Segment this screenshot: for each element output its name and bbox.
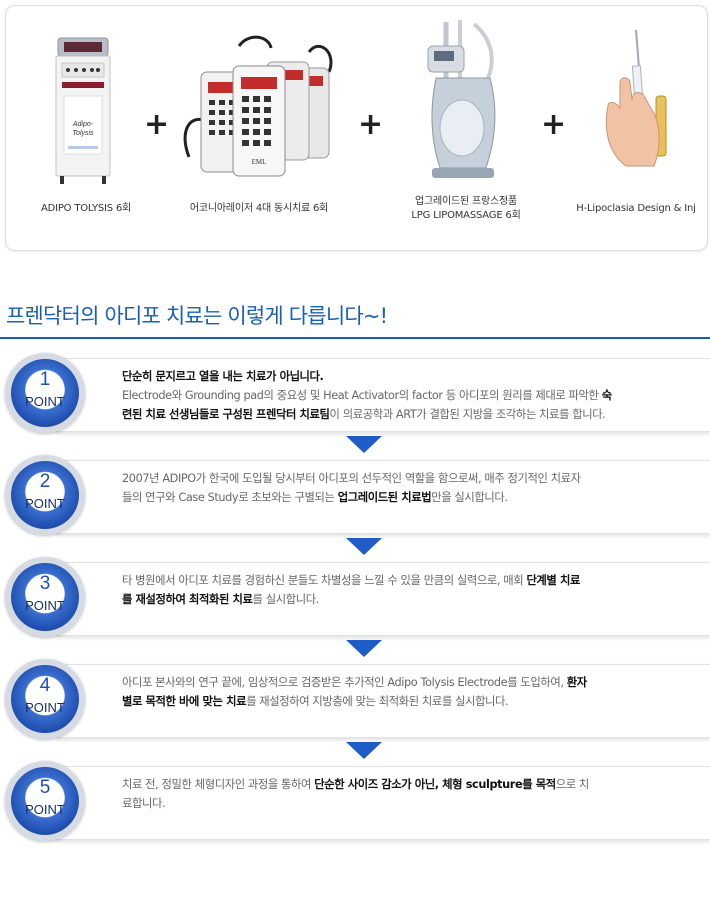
laser-devices-image: EML (179, 32, 339, 182)
emphasis-text: 환자 (566, 676, 587, 689)
body-text: 를 실시합니다. (252, 593, 320, 606)
body-text: 치료 전, 정밀한 체형디자인 과정을 통하여 (122, 778, 315, 791)
point-card (56, 460, 710, 534)
point-description-line: 료합니다. (122, 794, 682, 813)
plus-icon: + (541, 107, 567, 142)
point-description-line: 별로 목적한 바에 맞는 치료를 재설정하여 지방층에 맞는 최적화된 치료를 … (122, 692, 682, 711)
body-text: 으로 치 (555, 778, 590, 791)
equipment-caption-laser: 어코니아레이저 4대 동시치료 6회 (174, 202, 344, 216)
point-badge-circle (11, 665, 79, 733)
body-text: 타 병원에서 아디포 치료를 경험하신 분들도 차별성을 느낄 수 있을 만큼의… (122, 574, 527, 587)
point-badge-circle (11, 563, 79, 631)
point-card (56, 664, 710, 738)
body-text: 만을 실시합니다. (431, 491, 508, 504)
point-description-line: 들의 연구와 Case Study로 초보와는 구별되는 업그레이드된 치료법만… (122, 488, 682, 507)
caption-line: H-Lipoclasia Design & Inj (576, 203, 696, 214)
point-badge-circle (11, 359, 79, 427)
point-row: 타 병원에서 아디포 치료를 경험하신 분들도 차별성을 느낄 수 있을 만큼의… (0, 557, 710, 647)
point-description: 타 병원에서 아디포 치료를 경험하신 분들도 차별성을 느낄 수 있을 만큼의… (122, 571, 682, 609)
device-label-2: Tolysis (72, 130, 94, 137)
point-description: 아디포 본사와의 연구 끝에, 임상적으로 검증받은 추가적인 Adipo To… (122, 673, 682, 711)
hand-syringe-image (596, 26, 676, 176)
equipment-caption-adipo-tolysis: ADIPO TOLYSIS 6회 (26, 202, 146, 216)
point-card (56, 358, 710, 432)
emphasis-text: 련된 치료 선생님들로 구성된 프렌닥터 치료팀 (122, 408, 330, 421)
equipment-caption-h-lipoclasia: H-Lipoclasia Design & Inj (561, 202, 710, 216)
point-number: 2 (39, 471, 51, 492)
body-text: 를 재설정하여 지방층에 맞는 최적화된 치료를 실시합니다. (246, 695, 509, 708)
point-number: 3 (39, 573, 51, 594)
emphasis-text: 숙 (601, 389, 612, 402)
lpg-lipomassage-machine-image (416, 18, 516, 188)
body-text: 료합니다. (122, 797, 166, 810)
body-text: 이 의료공학과 ART가 결합된 지방을 조각하는 치료를 합니다. (329, 408, 606, 421)
equipment-caption-lpg: 업그레이드된 프랑스정품 LPG LIPOMASSAGE 6회 (391, 195, 541, 223)
point-description-line: 치료 전, 정밀한 체형디자인 과정을 통하여 단순한 사이즈 감소가 아닌, … (122, 775, 682, 794)
point-number: 5 (39, 777, 51, 798)
arrow-down-icon (346, 538, 382, 555)
caption-line: ADIPO TOLYSIS 6회 (40, 203, 132, 214)
point-row: 단순히 문지르고 열을 내는 치료가 아닙니다. Electrode와 Groun… (0, 353, 710, 443)
caption-line: LPG LIPOMASSAGE 6회 (411, 210, 521, 221)
plus-icon: + (144, 107, 170, 142)
point-number: 4 (39, 675, 51, 696)
point-row: 치료 전, 정밀한 체형디자인 과정을 통하여 단순한 사이즈 감소가 아닌, … (0, 761, 710, 851)
point-label: POINT (25, 802, 65, 817)
point-label: POINT (25, 598, 65, 613)
point-description: 2007년 ADIPO가 한국에 도입될 당시부터 아디포의 선두적인 역할을 … (122, 469, 682, 507)
body-text: 2007년 ADIPO가 한국에 도입될 당시부터 아디포의 선두적인 역할을 … (122, 472, 581, 485)
point-description-line: 련된 치료 선생님들로 구성된 프렌닥터 치료팀이 의료공학과 ART가 결합된… (122, 405, 682, 424)
arrow-down-icon (346, 742, 382, 759)
point-description-line: 단순히 문지르고 열을 내는 치료가 아닙니다. (122, 367, 682, 386)
arrow-down-icon (346, 436, 382, 453)
emphasis-text: 단순히 문지르고 열을 내는 치료가 아닙니다. (122, 370, 324, 383)
point-description-line: 를 재설정하여 최적화된 치료를 실시합니다. (122, 590, 682, 609)
device-label-eml: EML (252, 158, 267, 166)
point-description-line: 타 병원에서 아디포 치료를 경험하신 분들도 차별성을 느낄 수 있을 만큼의… (122, 571, 682, 590)
caption-line: 업그레이드된 프랑스정품 (415, 196, 517, 207)
emphasis-text: 단계별 치료 (526, 574, 580, 587)
section-heading: 프렌닥터의 아디포 치료는 이렇게 다릅니다~! (6, 304, 388, 328)
emphasis-text: 별로 목적한 바에 맞는 치료 (122, 695, 247, 708)
body-text: Electrode와 Grounding pad의 중요성 및 Heat Act… (122, 389, 602, 402)
point-badge-circle (11, 767, 79, 835)
point-description: 치료 전, 정밀한 체형디자인 과정을 통하여 단순한 사이즈 감소가 아닌, … (122, 775, 682, 813)
point-row: 아디포 본사와의 연구 끝에, 임상적으로 검증받은 추가적인 Adipo To… (0, 659, 710, 749)
point-row: 2007년 ADIPO가 한국에 도입될 당시부터 아디포의 선두적인 역할을 … (0, 455, 710, 545)
emphasis-text: 단순한 사이즈 감소가 아닌, 체형 sculpture를 목적 (314, 778, 556, 791)
body-text: 들의 연구와 Case Study로 초보와는 구별되는 (122, 491, 338, 504)
point-number: 1 (39, 369, 51, 390)
point-label: POINT (25, 394, 65, 409)
point-label: POINT (25, 700, 65, 715)
point-description-line: 2007년 ADIPO가 한국에 도입될 당시부터 아디포의 선두적인 역할을 … (122, 469, 682, 488)
plus-icon: + (358, 107, 384, 142)
point-description-line: Electrode와 Grounding pad의 중요성 및 Heat Act… (122, 386, 682, 405)
point-description-line: 아디포 본사와의 연구 끝에, 임상적으로 검증받은 추가적인 Adipo To… (122, 673, 682, 692)
emphasis-text: 업그레이드된 치료법 (337, 491, 432, 504)
adipo-tolysis-machine-image: Adipo- Tolysis (54, 36, 114, 186)
point-card (56, 562, 710, 636)
heading-divider (0, 337, 710, 339)
device-label-1: Adipo- (72, 121, 94, 128)
point-description: 단순히 문지르고 열을 내는 치료가 아닙니다. Electrode와 Groun… (122, 367, 682, 424)
point-label: POINT (25, 496, 65, 511)
emphasis-text: 를 재설정하여 최적화된 치료 (122, 593, 253, 606)
body-text: 아디포 본사와의 연구 끝에, 임상적으로 검증받은 추가적인 Adipo To… (122, 676, 567, 689)
point-badge-circle (11, 461, 79, 529)
equipment-panel: Adipo- Tolysis ADIPO TOLYSIS 6회 + (5, 5, 708, 251)
caption-line: 어코니아레이저 4대 동시치료 6회 (189, 203, 329, 214)
arrow-down-icon (346, 640, 382, 657)
